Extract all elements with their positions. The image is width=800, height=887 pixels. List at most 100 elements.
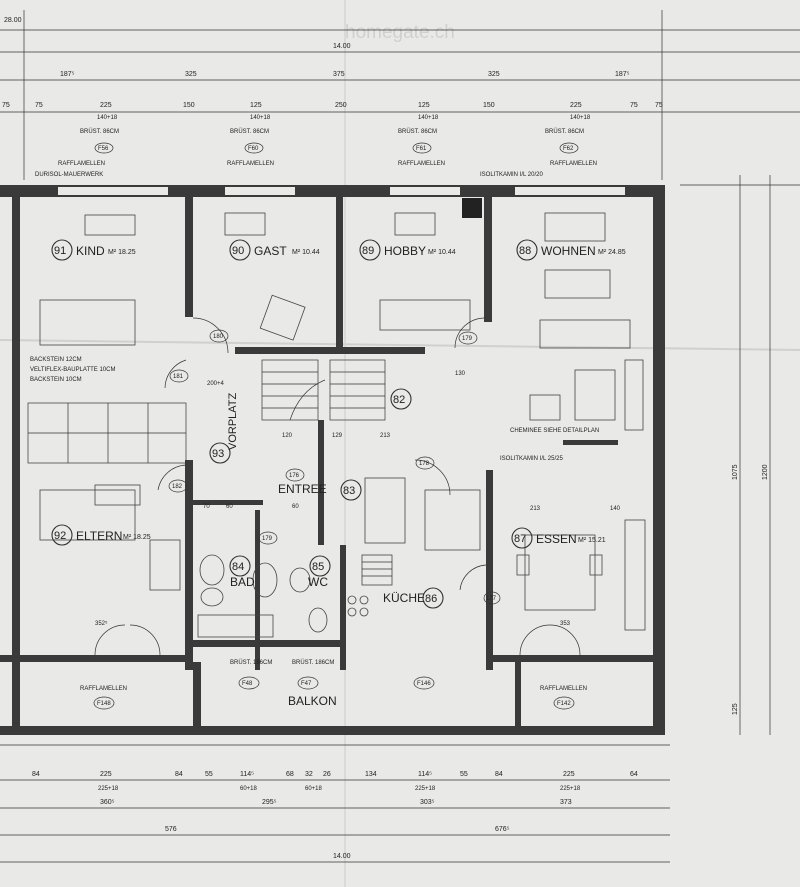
bdim-r2-3: 373 xyxy=(560,799,572,806)
top-dimensions: 28.00 14.00 187⁵ 325 375 325 187⁵ 75 75 … xyxy=(0,10,800,180)
balkon-label: BALKON xyxy=(288,694,337,708)
staircase xyxy=(261,359,386,421)
room-area-essen: M² 15.21 xyxy=(578,537,606,544)
dim-r2-4: 125 xyxy=(250,102,262,109)
bottom-dimensions: 84 225 84 55 114⁵ 68 32 26 134 114⁵ 55 8… xyxy=(0,744,670,863)
door-5: 182 xyxy=(172,484,183,490)
room-area-wohnen: M² 24.85 xyxy=(598,249,626,256)
door-2: 181 xyxy=(173,374,184,380)
inner-dim-7: 200+4 xyxy=(207,381,225,387)
bdim-r1-9: 114⁵ xyxy=(418,771,432,778)
dim-total-top: 14.00 xyxy=(333,43,351,50)
interior-dimensions: 352⁵ 353 213 140 130 120 129 200+4 213 6… xyxy=(95,371,621,627)
room-num-90: 90 xyxy=(232,245,244,257)
room-name-vorplatz: VORPLATZ xyxy=(227,392,239,450)
win-brust-2: BRÜST. 86CM xyxy=(398,128,437,135)
dim-win-1: 140+18 xyxy=(250,115,271,121)
bdim-r3-0: 576 xyxy=(165,826,177,833)
dim-r1-3: 325 xyxy=(488,71,500,78)
blind-left: RAFFLAMELLEN xyxy=(80,686,127,692)
note-cheminee: CHEMINEE SIEHE DETAILPLAN xyxy=(510,428,599,434)
dim-overall: 28.00 xyxy=(4,17,22,24)
bdim-sub-2: 60+18 xyxy=(305,786,323,792)
doors: 180 179 181 178 176 182 179 177 xyxy=(94,317,581,656)
door-4: 176 xyxy=(289,473,300,479)
code-2: F146 xyxy=(417,681,431,687)
inner-dim-8: 213 xyxy=(380,433,391,439)
dim-r2-0: 75 xyxy=(2,102,10,109)
wall-layer-1: VELTIFLEX-BAUPLATTE 10CM xyxy=(30,367,115,373)
dim-r2-5: 250 xyxy=(335,102,347,109)
win-code-3: F62 xyxy=(563,146,574,152)
bdim-sub-4: 225+18 xyxy=(560,786,581,792)
dim-r2-10: 75 xyxy=(655,102,663,109)
dim-win-2: 140+18 xyxy=(418,115,439,121)
win-code-2: F61 xyxy=(416,146,427,152)
furniture xyxy=(39,212,646,638)
room-name-entree: ENTREE xyxy=(278,482,327,496)
window-notes-top: BRÜST. 86CM F56 RAFFLAMELLEN BRÜST. 86CM… xyxy=(35,128,597,178)
bdim-r1-4: 114⁵ xyxy=(240,771,254,778)
room-area-hobby: M² 10.44 xyxy=(428,249,456,256)
room-num-92: 92 xyxy=(54,530,66,542)
door-1: 179 xyxy=(462,336,473,342)
code-3: F148 xyxy=(97,701,111,707)
brust-left: BRÜST. 186CM xyxy=(230,659,272,666)
room-name-wohnen: WOHNEN xyxy=(541,244,596,258)
room-area-eltern: M² 18.25 xyxy=(123,534,151,541)
door-6: 179 xyxy=(262,536,273,542)
dim-r1-1: 325 xyxy=(185,71,197,78)
code-1: F47 xyxy=(301,681,312,687)
room-num-88: 88 xyxy=(519,245,531,257)
dim-r2-6: 125 xyxy=(418,102,430,109)
room-name-bad: BAD xyxy=(230,575,255,589)
dim-r2-9: 75 xyxy=(630,102,638,109)
win-code-1: F60 xyxy=(248,146,259,152)
room-num-84: 84 xyxy=(232,561,244,573)
door-0: 180 xyxy=(213,334,224,340)
rdim-1: 1200 xyxy=(762,464,769,480)
win-brust-3: BRÜST. 86CM xyxy=(545,128,584,135)
blind-right: RAFFLAMELLEN xyxy=(540,686,587,692)
note-isolit-top: ISOLITKAMIN I/L 20/20 xyxy=(480,172,543,178)
walls xyxy=(0,185,665,735)
room-num-91: 91 xyxy=(54,245,66,257)
room-num-93: 93 xyxy=(212,448,224,460)
bdim-r1-0: 84 xyxy=(32,771,40,778)
bdim-r1-5: 68 xyxy=(286,771,294,778)
room-name-gast: GAST xyxy=(254,244,287,258)
dim-r2-7: 150 xyxy=(483,102,495,109)
inner-dim-11: 70 xyxy=(203,504,210,510)
dim-r1-0: 187⁵ xyxy=(60,71,75,78)
room-labels: 91 KIND M² 18.25 90 GAST M² 10.44 89 HOB… xyxy=(51,239,626,609)
wall-layer-0: BACKSTEIN 12CM xyxy=(30,357,82,363)
dim-r2-3: 150 xyxy=(183,102,195,109)
room-name-eltern: ELTERN xyxy=(76,529,122,543)
room-num-85: 85 xyxy=(312,561,324,573)
dim-r1-2: 375 xyxy=(333,71,345,78)
room-num-82: 82 xyxy=(393,394,405,406)
wall-layer-2: BACKSTEIN 10CM xyxy=(30,377,82,383)
win-blind-2: RAFFLAMELLEN xyxy=(398,161,445,167)
room-name-kueche: KÜCHE xyxy=(383,591,425,605)
inner-dim-5: 120 xyxy=(282,433,293,439)
inner-dim-10: 60 xyxy=(292,504,299,510)
code-4: F142 xyxy=(557,701,571,707)
bdim-sub-1: 60+18 xyxy=(240,786,258,792)
win-blind-3: RAFFLAMELLEN xyxy=(550,161,597,167)
inner-dim-6: 129 xyxy=(332,433,343,439)
bdim-r1-2: 84 xyxy=(175,771,183,778)
inner-dim-4: 130 xyxy=(455,371,466,377)
bdim-r1-11: 84 xyxy=(495,771,503,778)
win-brust-1: BRÜST. 86CM xyxy=(230,128,269,135)
note-isolit-mid: ISOLITKAMIN I/L 25/25 xyxy=(500,456,563,462)
watermark: homegate.ch xyxy=(345,22,455,43)
bdim-r2-0: 360⁵ xyxy=(100,799,115,806)
room-name-essen: ESSEN xyxy=(536,532,577,546)
door-7: 177 xyxy=(486,596,497,602)
bdim-r1-6: 32 xyxy=(305,771,313,778)
room-name-kind: KIND xyxy=(76,244,105,258)
bdim-r1-10: 55 xyxy=(460,771,468,778)
win-blind-0: RAFFLAMELLEN xyxy=(58,161,105,167)
